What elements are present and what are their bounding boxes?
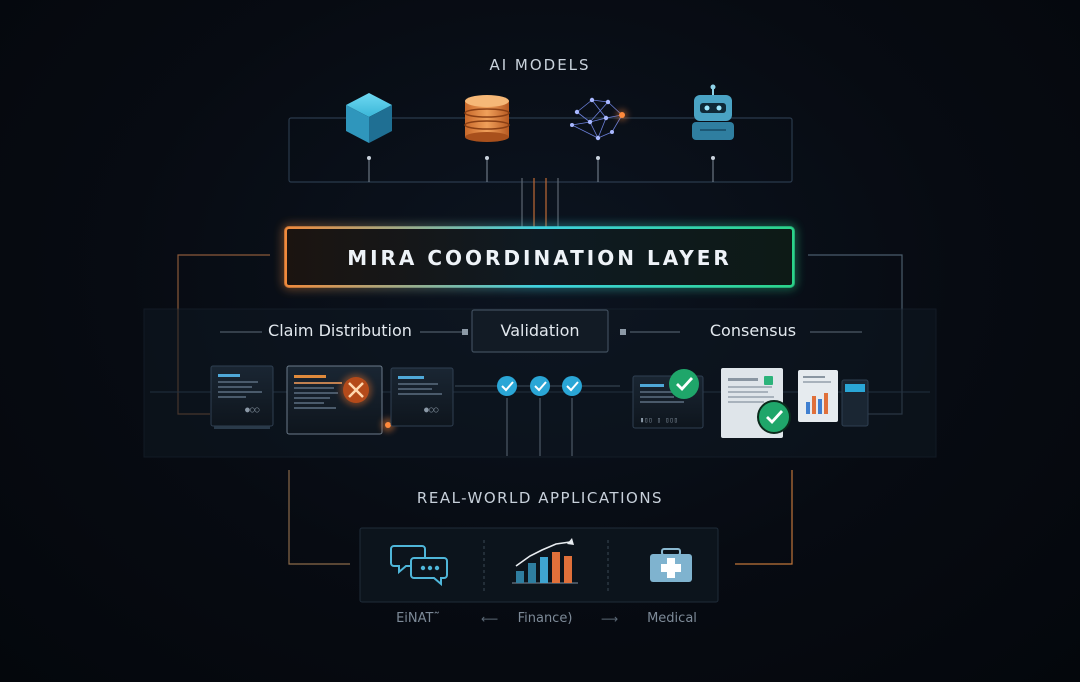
bar-chart-icon <box>512 538 578 584</box>
cube-icon <box>346 93 392 143</box>
consensus-document <box>721 368 791 438</box>
svg-text:●○○: ●○○ <box>245 405 260 414</box>
document-check-icon <box>757 400 791 434</box>
models-frame <box>288 117 793 183</box>
chat-bubbles-icon <box>390 545 448 587</box>
model-bus <box>521 178 559 228</box>
separator-arrow-icon: ⟶ <box>601 612 619 626</box>
consensus-panel-1: ▮▯▯ ▯ ▯▯▯ <box>632 369 704 429</box>
app-label-medical: Medical <box>647 611 697 626</box>
claim-panel-2 <box>286 365 395 435</box>
report-chart-icon <box>798 370 869 427</box>
separator-arrow-icon: ⟵ <box>481 612 499 626</box>
robot-icon <box>692 84 734 140</box>
neural-network-icon <box>570 97 628 141</box>
claim-distribution-label: Claim Distribution <box>268 321 412 340</box>
check-icon <box>530 376 550 396</box>
medical-kit-icon <box>650 548 692 582</box>
coordination-layer-title: MIRA COORDINATION LAYER <box>347 246 732 270</box>
validation-label: Validation <box>500 321 580 340</box>
applications-frame <box>359 527 719 603</box>
coordination-layer-box <box>284 226 795 288</box>
consensus-label: Consensus <box>709 321 797 340</box>
database-icon <box>464 95 510 142</box>
check-icon <box>562 376 582 396</box>
check-icon <box>497 376 517 396</box>
app-label-finance: Finance) <box>517 611 573 626</box>
ai-models-title: AI MODELS <box>489 56 591 74</box>
claim-panel-1: ●○○ <box>210 365 274 429</box>
consensus-check-icon <box>669 369 699 399</box>
app-label-chat: EiNAT˜ <box>396 611 440 626</box>
svg-text:●○○: ●○○ <box>424 405 439 414</box>
svg-text:▮▯▯ ▯ ▯▯▯: ▮▯▯ ▯ ▯▯▯ <box>640 416 678 424</box>
validation-box <box>471 309 609 353</box>
claim-panel-3: ●○○ <box>390 367 454 427</box>
applications-title: REAL-WORLD APPLICATIONS <box>416 489 664 507</box>
